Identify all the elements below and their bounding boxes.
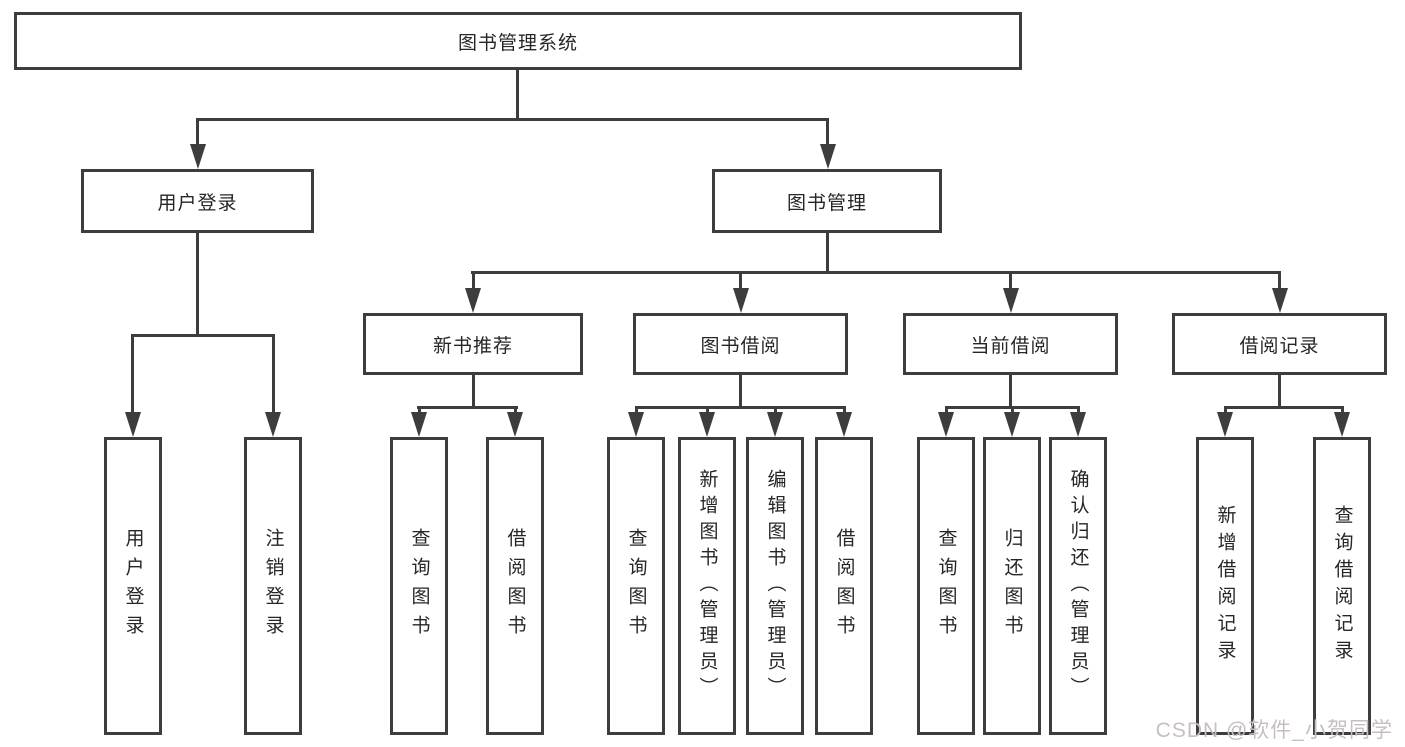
arrowhead-currentborrow-c2 [1004,412,1020,437]
node-current-borrowing-label: 当前借阅 [970,335,1051,357]
connector-bookborrow-c2 [706,406,709,416]
connector-bookborrow-c3 [774,406,777,416]
connector-bookmgmt-drop [826,233,829,274]
leaf-edit-books-admin-label: 编辑图书（管理员） [764,469,786,703]
leaf-edit-books-admin: 编辑图书（管理员） [746,437,804,735]
leaf-query-books-recommend-label: 查询图书 [408,528,430,644]
node-book-borrowing: 图书借阅 [633,313,848,375]
connector-bookborrow-drop [739,375,742,408]
connector-recommend-drop [472,375,475,408]
leaf-borrow-books: 借阅图书 [815,437,873,735]
arrowhead-bookborrow-c4 [836,412,852,437]
arrowhead-book-management [820,144,836,169]
leaf-query-books-borrow-label: 查询图书 [625,528,647,644]
node-borrowing-records: 借阅记录 [1172,313,1387,375]
node-borrowing-records-label: 借阅记录 [1239,335,1320,357]
connector-root-drop [516,70,519,120]
connector-to-currentborrow [1009,271,1012,293]
connector-userlogin-bar [132,334,275,337]
arrowhead-borrowrecords [1272,288,1288,313]
arrowhead-borrowrecords-c2 [1334,412,1350,437]
arrowhead-bookborrow-c1 [628,412,644,437]
arrowhead-currentborrow-c3 [1070,412,1086,437]
connector-to-leaf-user-login [131,334,134,416]
connector-currentborrow-drop [1009,375,1012,408]
arrowhead-recommend-c1 [411,412,427,437]
arrowhead-user-login [190,144,206,169]
connector-to-borrowrecords [1278,271,1281,293]
arrowhead-bookborrow-c3 [767,412,783,437]
connector-currentborrow-c3 [1077,406,1080,416]
arrowhead-leaf-logout [265,412,281,437]
leaf-logout: 注销登录 [244,437,302,735]
csdn-watermark: CSDN @软件_小贺同学 [1155,719,1393,742]
connector-to-bookborrow [739,271,742,293]
arrowhead-borrowrecords-c1 [1217,412,1233,437]
arrowhead-currentborrow-c1 [938,412,954,437]
leaf-confirm-return-admin-label: 确认归还（管理员） [1067,469,1089,703]
leaf-query-books-borrow: 查询图书 [607,437,665,735]
node-root: 图书管理系统 [14,12,1022,70]
connector-userlogin-drop [196,233,199,337]
connector-borrowrecords-bar [1224,406,1344,409]
node-book-management: 图书管理 [712,169,942,233]
arrowhead-currentborrow [1003,288,1019,313]
node-book-management-label: 图书管理 [786,192,867,214]
connector-borrowrecords-c2 [1341,406,1344,416]
node-root-label: 图书管理系统 [457,32,578,54]
connector-currentborrow-c1 [945,406,948,416]
node-new-book-recommendation: 新书推荐 [363,313,583,375]
connector-borrowrecords-drop [1278,375,1281,408]
leaf-user-login-label: 用户登录 [122,528,144,644]
node-user-login: 用户登录 [81,169,314,233]
connector-borrowrecords-c1 [1224,406,1227,416]
leaf-query-books-current-label: 查询图书 [935,528,957,644]
connector-recommend-bar [417,406,518,409]
node-current-borrowing: 当前借阅 [903,313,1118,375]
leaf-query-borrow-record: 查询借阅记录 [1313,437,1371,735]
arrowhead-recommend [465,288,481,313]
leaf-add-borrow-record-label: 新增借阅记录 [1214,505,1236,667]
connector-currentborrow-c2 [1011,406,1014,416]
arrowhead-recommend-c2 [507,412,523,437]
leaf-add-borrow-record: 新增借阅记录 [1196,437,1254,735]
leaf-confirm-return-admin: 确认归还（管理员） [1049,437,1107,735]
leaf-add-books-admin-label: 新增图书（管理员） [696,469,718,703]
node-new-book-recommendation-label: 新书推荐 [432,335,513,357]
connector-recommend-c1 [418,406,421,416]
connector-bookmgmt-bar [471,271,1281,274]
leaf-add-books-admin: 新增图书（管理员） [678,437,736,735]
arrowhead-bookborrow-c2 [699,412,715,437]
connector-bookborrow-c1 [635,406,638,416]
leaf-query-books-recommend: 查询图书 [390,437,448,735]
node-user-login-label: 用户登录 [157,192,238,214]
connector-bookborrow-bar [635,406,846,409]
connector-to-user-login [196,118,199,146]
connector-to-leaf-logout [272,334,275,416]
leaf-user-login: 用户登录 [104,437,162,735]
leaf-borrow-books-recommend-label: 借阅图书 [504,528,526,644]
leaf-logout-label: 注销登录 [262,528,284,644]
leaf-return-books-label: 归还图书 [1001,528,1023,644]
connector-bookborrow-c4 [843,406,846,416]
arrowhead-leaf-user-login [125,412,141,437]
leaf-borrow-books-recommend: 借阅图书 [486,437,544,735]
leaf-borrow-books-label: 借阅图书 [833,528,855,644]
leaf-return-books: 归还图书 [983,437,1041,735]
connector-root-bar [196,118,829,121]
connector-to-book-management [826,118,829,146]
connector-to-recommend [472,271,475,293]
leaf-query-books-current: 查询图书 [917,437,975,735]
arrowhead-bookborrow [733,288,749,313]
connector-recommend-c2 [514,406,517,416]
leaf-query-borrow-record-label: 查询借阅记录 [1331,505,1353,667]
node-book-borrowing-label: 图书借阅 [700,335,781,357]
